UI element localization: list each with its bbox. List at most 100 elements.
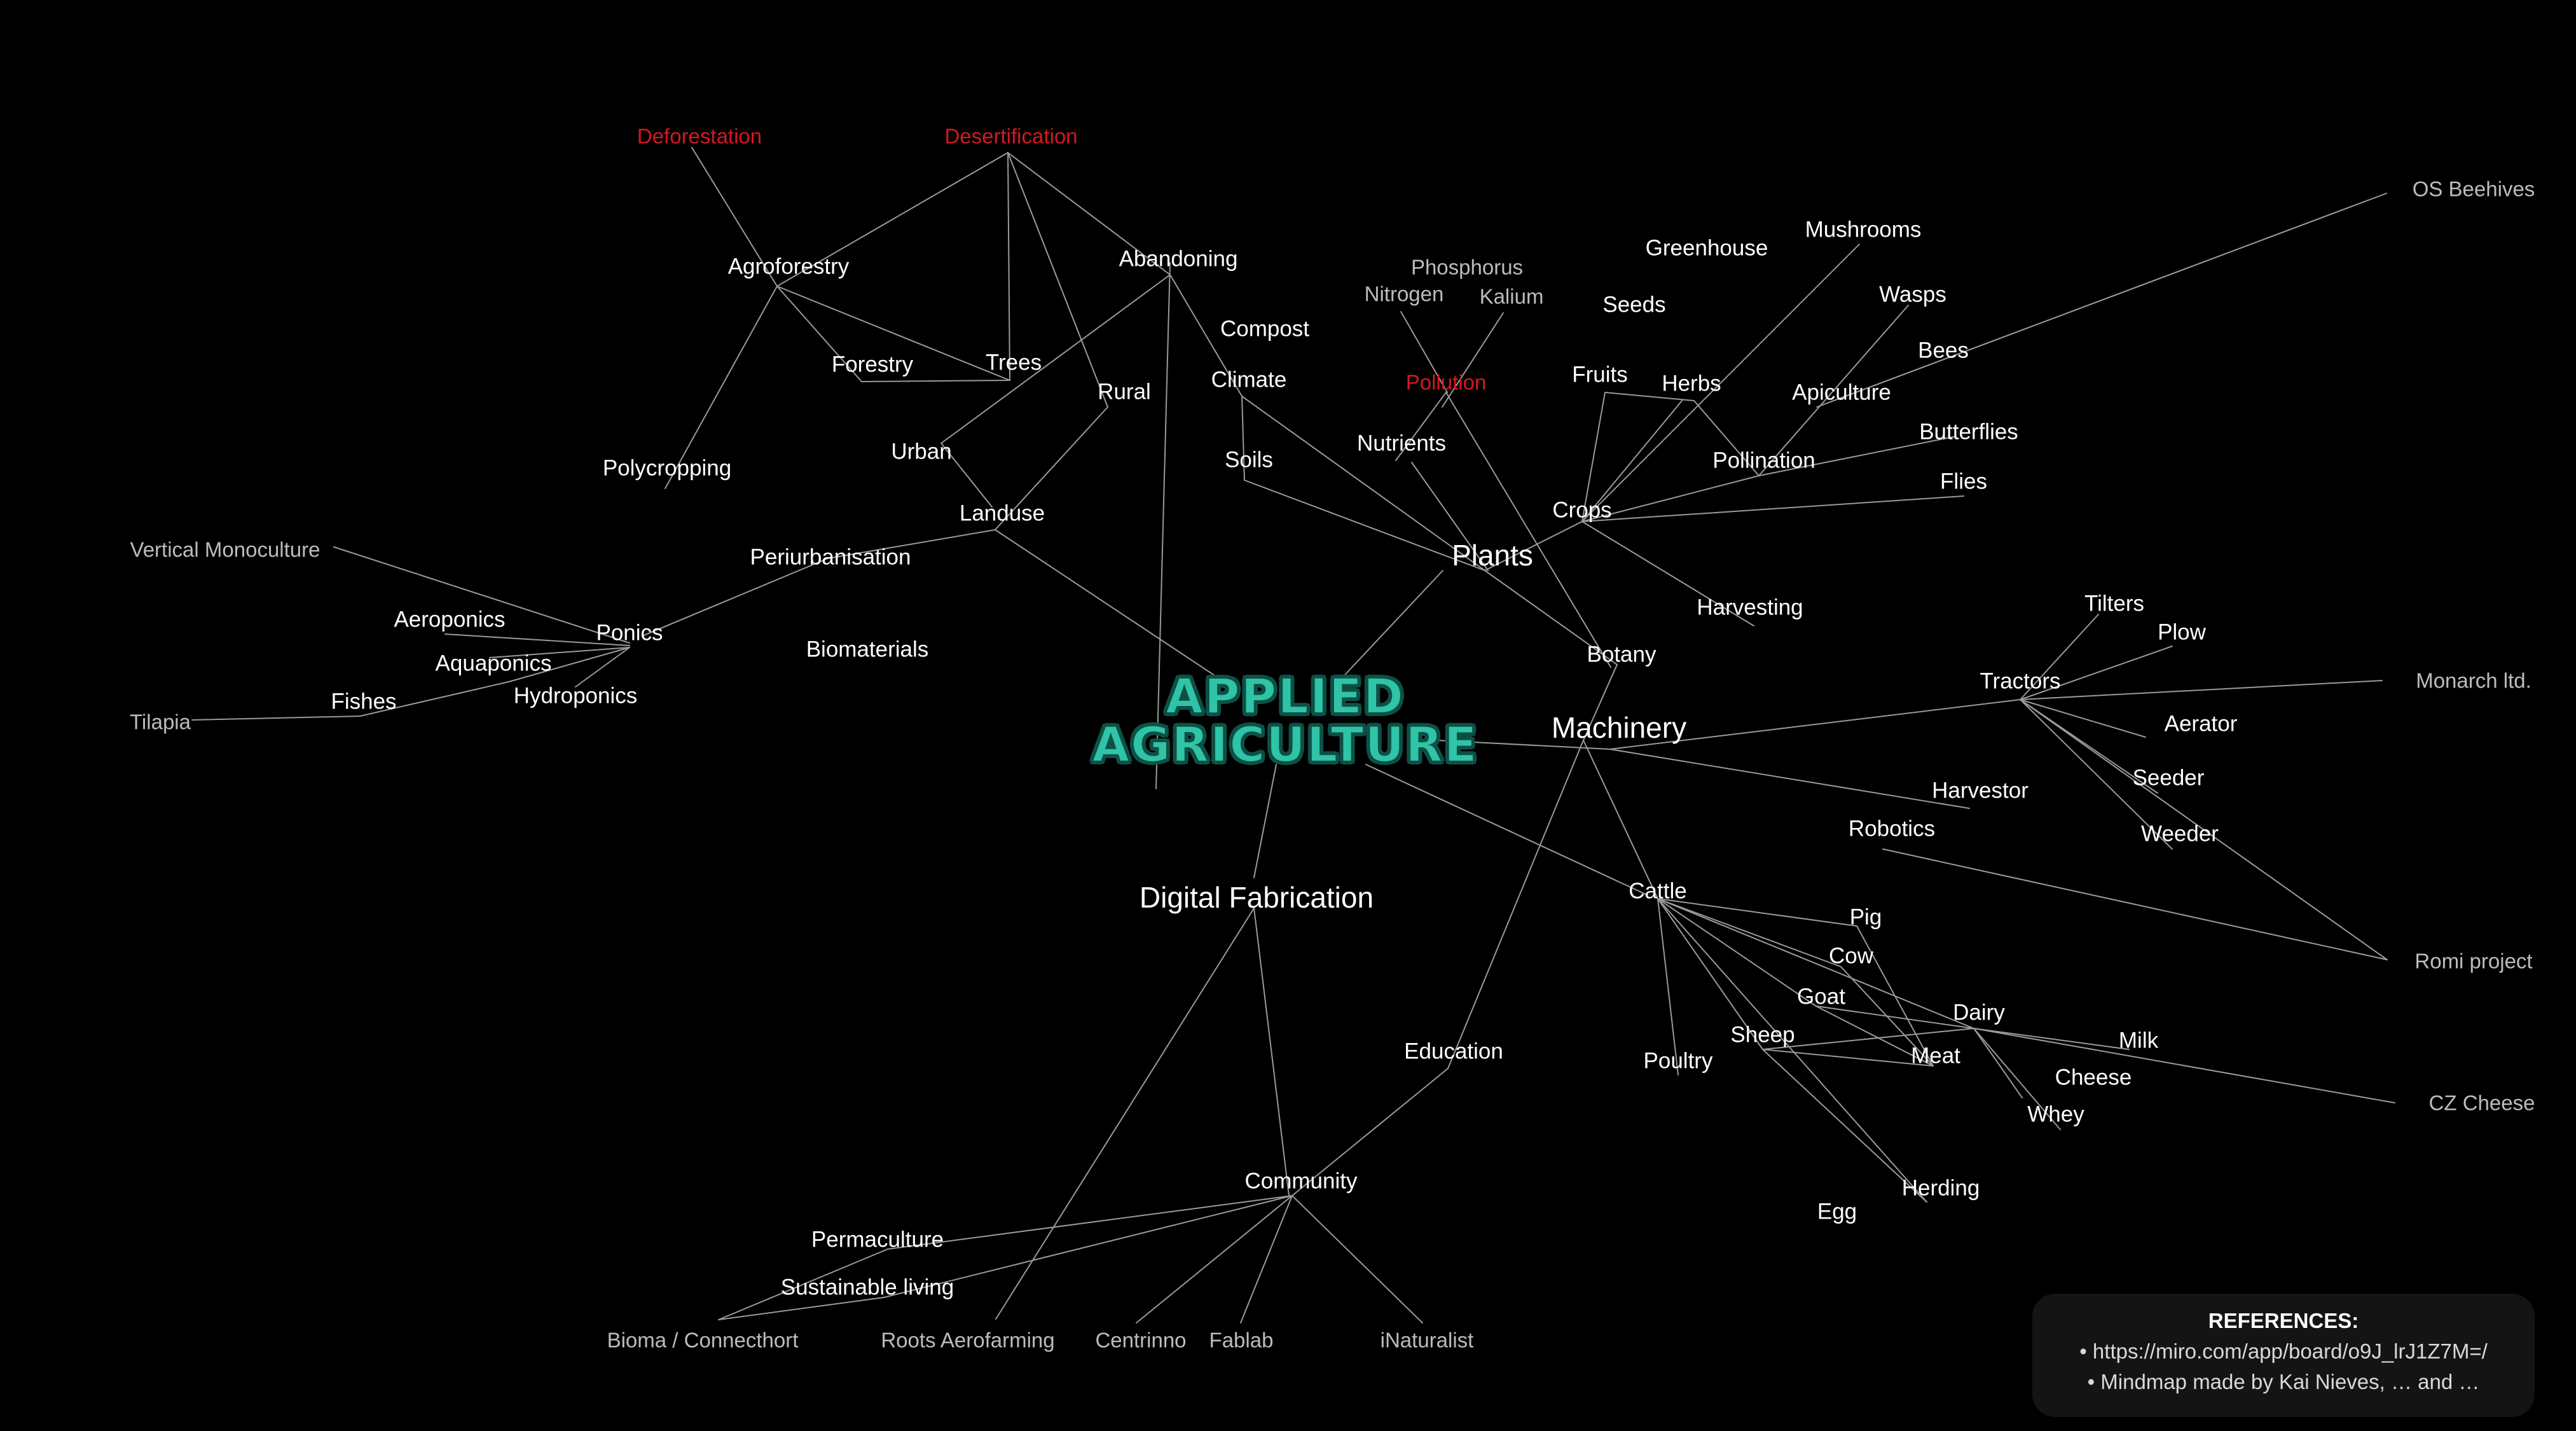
- node-landuse[interactable]: Landuse: [959, 501, 1045, 526]
- node-weeder[interactable]: Weeder: [2141, 821, 2219, 847]
- node-robotics[interactable]: Robotics: [1848, 816, 1936, 841]
- node-nitrogen[interactable]: Nitrogen: [1364, 282, 1444, 306]
- node-tilters[interactable]: Tilters: [2084, 591, 2144, 616]
- node-pollution[interactable]: Pollution: [1405, 370, 1487, 394]
- connector-line: [444, 633, 630, 646]
- node-rural[interactable]: Rural: [1098, 379, 1151, 404]
- node-whey[interactable]: Whey: [2027, 1102, 2084, 1127]
- node-fruits[interactable]: Fruits: [1572, 362, 1628, 387]
- connector-line: [1657, 898, 1763, 1050]
- node-bees[interactable]: Bees: [1918, 338, 1969, 363]
- reference-miro-link[interactable]: • https://miro.com/app/board/o9J_lrJ1Z7M…: [2079, 1339, 2488, 1363]
- node-inaturalist[interactable]: iNaturalist: [1380, 1328, 1474, 1352]
- node-goat[interactable]: Goat: [1797, 984, 1845, 1009]
- node-cow[interactable]: Cow: [1828, 943, 1874, 969]
- node-trees[interactable]: Trees: [985, 350, 1042, 375]
- node-polycropping[interactable]: Polycropping: [602, 455, 732, 481]
- node-egg[interactable]: Egg: [1817, 1199, 1857, 1224]
- connector-line: [1657, 898, 1842, 967]
- node-kalium[interactable]: Kalium: [1479, 284, 1544, 308]
- node-fablab[interactable]: Fablab: [1209, 1328, 1274, 1352]
- node-botany[interactable]: Botany: [1587, 642, 1656, 667]
- node-sheep[interactable]: Sheep: [1730, 1022, 1795, 1047]
- node-milk[interactable]: Milk: [2118, 1028, 2159, 1053]
- node-greenhouse[interactable]: Greenhouse: [1645, 235, 1768, 261]
- node-aeroponics[interactable]: Aeroponics: [394, 607, 506, 632]
- node-aerator[interactable]: Aerator: [2164, 711, 2238, 736]
- node-desertification[interactable]: Desertification: [944, 124, 1078, 148]
- node-seeder[interactable]: Seeder: [2132, 765, 2205, 791]
- node-hydroponics[interactable]: Hydroponics: [513, 683, 638, 709]
- connector-line: [1758, 305, 1909, 476]
- node-sustainable-living[interactable]: Sustainable living: [780, 1275, 954, 1300]
- connector-line: [2020, 614, 2099, 700]
- connector-line: [1604, 392, 1695, 401]
- node-compost[interactable]: Compost: [1220, 316, 1310, 342]
- node-plow[interactable]: Plow: [2158, 619, 2206, 645]
- node-roots-aerofarming[interactable]: Roots Aerofarming: [881, 1328, 1055, 1352]
- node-dairy[interactable]: Dairy: [1953, 1000, 2005, 1025]
- node-nutrients[interactable]: Nutrients: [1356, 431, 1447, 456]
- node-forestry[interactable]: Forestry: [831, 352, 914, 377]
- connector-line: [1581, 475, 1760, 522]
- connector-line: [191, 716, 361, 721]
- node-os-beehives[interactable]: OS Beehives: [2412, 177, 2535, 201]
- connector-line: [995, 529, 1215, 676]
- node-aquaponics[interactable]: Aquaponics: [435, 651, 552, 676]
- connector-line: [776, 286, 862, 382]
- connector-line: [883, 1195, 1293, 1298]
- node-abandoning[interactable]: Abandoning: [1119, 246, 1238, 272]
- node-pollination[interactable]: Pollination: [1712, 448, 1815, 473]
- node-ponics[interactable]: Ponics: [596, 620, 663, 646]
- node-soils[interactable]: Soils: [1225, 447, 1273, 473]
- node-biomaterials[interactable]: Biomaterials: [806, 637, 929, 662]
- node-meat[interactable]: Meat: [1911, 1043, 1960, 1068]
- connector-line: [2020, 699, 2173, 850]
- node-education[interactable]: Education: [1404, 1039, 1503, 1064]
- node-tilapia[interactable]: Tilapia: [130, 710, 191, 734]
- node-cattle[interactable]: Cattle: [1629, 878, 1687, 904]
- node-butterflies[interactable]: Butterflies: [1919, 419, 2018, 445]
- node-seeds[interactable]: Seeds: [1602, 292, 1666, 317]
- node-cz-cheese[interactable]: CZ Cheese: [2428, 1091, 2535, 1115]
- node-centrinno[interactable]: Centrinno: [1095, 1328, 1187, 1352]
- connector-line: [1657, 898, 1679, 1075]
- node-urban[interactable]: Urban: [891, 439, 952, 464]
- connector-line: [1758, 436, 1957, 476]
- node-flies[interactable]: Flies: [1940, 469, 1987, 494]
- connector-line: [1583, 740, 1658, 899]
- connector-line: [489, 647, 630, 658]
- node-deforestation[interactable]: Deforestation: [637, 124, 762, 148]
- node-romi-project[interactable]: Romi project: [2414, 949, 2533, 973]
- node-digital-fabrication[interactable]: Digital Fabrication: [1139, 881, 1374, 914]
- node-herding[interactable]: Herding: [1901, 1175, 1980, 1201]
- node-plants[interactable]: Plants: [1452, 539, 1533, 572]
- central-topic-applied-agriculture[interactable]: APPLIED AGRICULTURE: [1091, 672, 1478, 770]
- references-title: REFERENCES:: [2208, 1309, 2359, 1332]
- node-vertical-monoculture[interactable]: Vertical Monoculture: [130, 537, 320, 562]
- node-apiculture[interactable]: Apiculture: [1792, 380, 1891, 405]
- node-pig[interactable]: Pig: [1849, 904, 1882, 930]
- node-mushrooms[interactable]: Mushrooms: [1805, 217, 1922, 242]
- node-agroforestry[interactable]: Agroforestry: [727, 254, 850, 279]
- node-bioma-connecthort[interactable]: Bioma / Connecthort: [607, 1328, 799, 1352]
- node-climate[interactable]: Climate: [1211, 367, 1287, 392]
- node-herbs[interactable]: Herbs: [1662, 371, 1721, 396]
- node-community[interactable]: Community: [1244, 1168, 1358, 1194]
- node-permaculture[interactable]: Permaculture: [811, 1227, 944, 1252]
- node-fishes[interactable]: Fishes: [331, 689, 397, 714]
- node-periurbanisation[interactable]: Periurbanisation: [750, 544, 911, 570]
- node-harvestor[interactable]: Harvestor: [1932, 778, 2028, 803]
- node-tractors[interactable]: Tractors: [1980, 668, 2061, 694]
- node-cheese[interactable]: Cheese: [2055, 1065, 2132, 1090]
- node-harvesting[interactable]: Harvesting: [1697, 595, 1803, 620]
- node-crops[interactable]: Crops: [1552, 497, 1612, 523]
- node-machinery[interactable]: Machinery: [1551, 711, 1687, 744]
- node-poultry[interactable]: Poultry: [1643, 1048, 1713, 1074]
- node-monarch-ltd[interactable]: Monarch ltd.: [2416, 668, 2531, 693]
- node-phosphorus[interactable]: Phosphorus: [1410, 255, 1524, 279]
- node-wasps[interactable]: Wasps: [1879, 282, 1946, 307]
- connector-line: [1657, 898, 1817, 1007]
- connector-line: [2020, 680, 2383, 700]
- connector-line: [1240, 1195, 1293, 1324]
